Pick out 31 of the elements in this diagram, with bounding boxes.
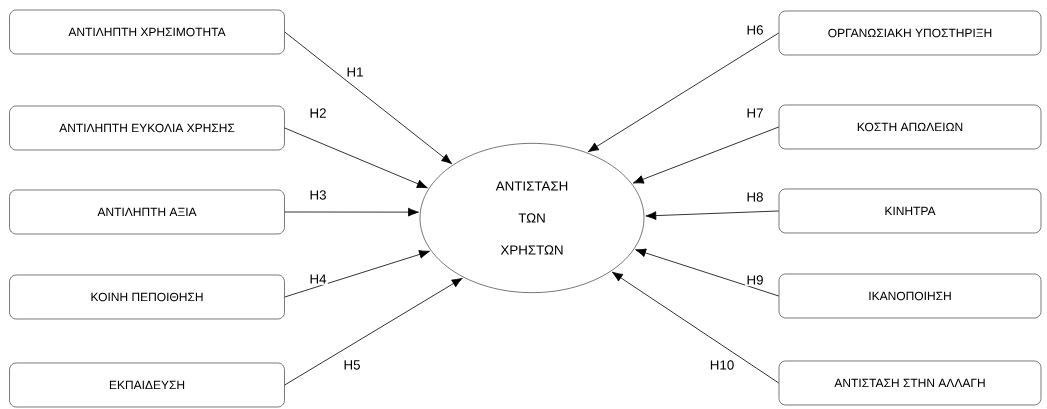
ellipse-node: ΑΝΤΙΣΤΑΣΗ ΤΩΝ ΧΡΗΣΤΩΝ (419, 143, 645, 293)
rounded-box: ΑΝΤΙΛΗΠΤΗ ΑΞΙΑ (9, 189, 285, 235)
rounded-box: ΕΚΠΑΙΔΕΥΣΗ (9, 362, 285, 408)
edge-label: H5 (344, 360, 360, 370)
edge-label: H10 (710, 360, 734, 370)
edge-label: H4 (310, 274, 327, 284)
edge-label: H7 (747, 108, 763, 118)
arrow (284, 127, 428, 189)
arrow (284, 250, 430, 298)
rounded-box: ΙΚΑΝΟΠΟΙΗΣΗ (778, 273, 1042, 319)
arrow (611, 271, 780, 384)
arrow (284, 207, 419, 217)
rounded-box: ΑΝΤΙΛΗΠΤΗ ΧΡΗΣΙΜΟΤΗΤΑ (9, 9, 285, 55)
arrow (284, 277, 463, 386)
rounded-box: ΚΟΣΤΗ ΑΠΩΛΕΙΩΝ (778, 104, 1042, 150)
rounded-box: ΑΝΤΙΣΤΑΣΗ ΣΤΗΝ ΑΛΛΑΓΗ (778, 360, 1042, 406)
rounded-box: ΑΝΤΙΛΗΠΤΗ ΕΥΚΟΛΙΑ ΧΡΗΣΗΣ (9, 105, 285, 151)
arrow (635, 248, 780, 297)
arrow (587, 32, 780, 153)
edge-label: H8 (747, 192, 763, 202)
edge-label: H1 (347, 67, 363, 77)
rounded-box: ΚΟΙΝΗ ΠΕΠΟΙΘΗΣΗ (9, 274, 285, 320)
rounded-box: ΚΙΝΗΤΡΑ (778, 188, 1042, 234)
edge-label: H6 (747, 25, 763, 35)
rounded-box: ΟΡΓΑΝΩΣΙΑΚΗ ΥΠΟΣΤΗΡΙΞΗ (778, 10, 1042, 56)
arrow (645, 210, 780, 220)
edge-label: H2 (310, 108, 326, 118)
arrow (632, 126, 780, 184)
edge-label: H3 (310, 190, 326, 200)
arrow (284, 31, 453, 165)
edge-label: H9 (747, 275, 763, 285)
